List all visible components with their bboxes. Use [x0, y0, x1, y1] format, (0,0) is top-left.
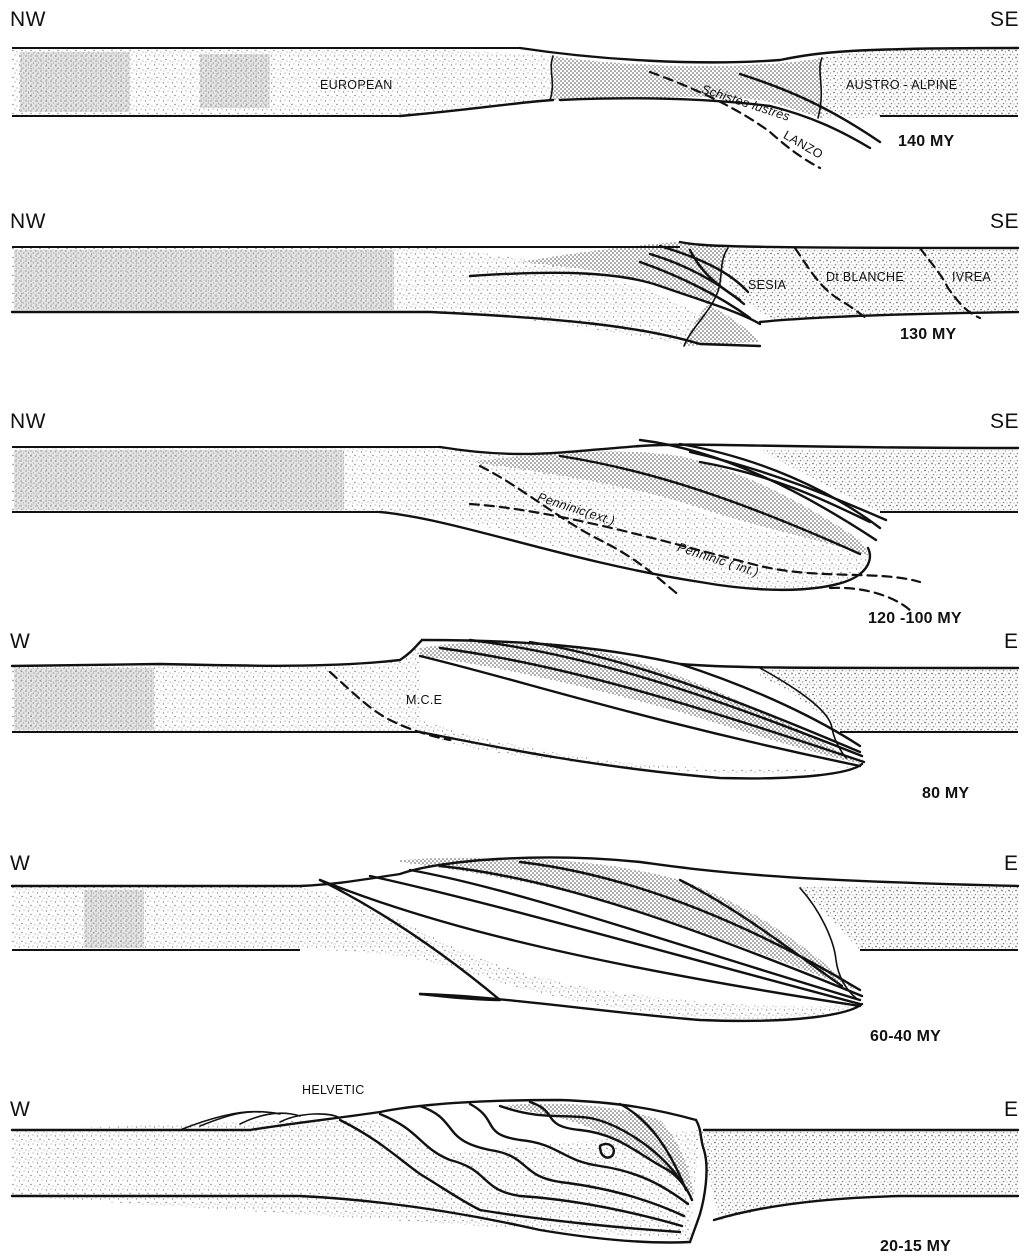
direction-label-right: E	[1004, 630, 1019, 654]
direction-label-left: W	[10, 1098, 30, 1122]
panel-130my	[12, 242, 1018, 346]
direction-label-left: W	[10, 630, 30, 654]
age-label: 130 MY	[900, 326, 956, 344]
panel-120-100my	[12, 440, 1018, 612]
austro-alpine-plate-body	[760, 668, 1018, 732]
european-dense-shading	[200, 54, 270, 108]
direction-label-right: SE	[990, 210, 1019, 234]
european-dense-shading	[20, 52, 130, 112]
direction-label-right: E	[1004, 852, 1019, 876]
european-dense-shading	[14, 250, 394, 310]
panel-20-15my	[12, 1100, 1018, 1243]
direction-label-left: W	[10, 852, 30, 876]
european-dense-shading	[14, 450, 344, 510]
unit-label-european: EUROPEAN	[320, 78, 393, 92]
direction-label-right: SE	[990, 8, 1019, 32]
panel-60-40my	[12, 857, 1018, 1020]
age-label: 120 -100 MY	[868, 610, 962, 628]
european-dense-shading	[14, 668, 154, 730]
austro-alpine-plate-body	[700, 1130, 1018, 1220]
age-label: 20-15 MY	[880, 1238, 951, 1256]
age-label: 140 MY	[898, 133, 954, 151]
unit-label-austro-alpine: AUSTRO - ALPINE	[846, 78, 957, 92]
panel-140my	[12, 48, 1018, 168]
unit-label-helvetic: HELVETIC	[302, 1083, 365, 1097]
unit-label-mce: M.C.E	[406, 693, 442, 707]
panel-80my	[12, 640, 1018, 778]
direction-label-left: NW	[10, 210, 46, 234]
austro-alpine-plate-body	[800, 886, 1018, 950]
age-label: 80 MY	[922, 785, 969, 803]
unit-label-sesia: SESIA	[748, 278, 786, 292]
unit-label-dent-blanche: Dt BLANCHE	[826, 270, 904, 284]
direction-label-left: NW	[10, 8, 46, 32]
unit-label-ivrea: IVREA	[952, 270, 991, 284]
direction-label-left: NW	[10, 410, 46, 434]
direction-label-right: SE	[990, 410, 1019, 434]
european-dense-shading	[84, 890, 144, 948]
direction-label-right: E	[1004, 1098, 1019, 1122]
age-label: 60-40 MY	[870, 1028, 941, 1046]
